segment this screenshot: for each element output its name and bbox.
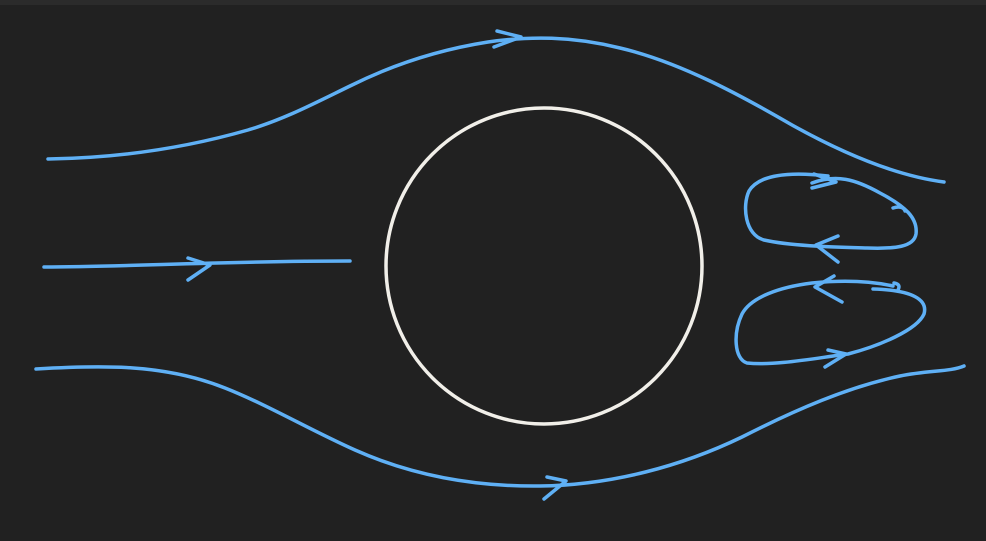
lower-streamline-arrow-icon bbox=[542, 475, 568, 501]
lower-vortex-arrow-bottom-icon bbox=[823, 348, 848, 369]
middle-streamline-arrow-icon bbox=[186, 256, 212, 282]
middle-streamline bbox=[42, 259, 352, 269]
lower-vortex-tail bbox=[892, 281, 901, 292]
lower-vortex bbox=[734, 279, 927, 366]
upper-vortex-arrow-top-icon bbox=[810, 172, 838, 190]
upper-streamline-arrow-icon bbox=[492, 29, 523, 49]
lower-streamline bbox=[34, 364, 966, 488]
upper-vortex-arrow-bottom-icon bbox=[814, 234, 840, 264]
upper-vortex-tail bbox=[891, 205, 907, 213]
obstacle-circle bbox=[384, 106, 704, 426]
upper-streamline bbox=[46, 36, 946, 184]
lower-vortex-arrow-top-icon bbox=[813, 274, 844, 304]
top-bar bbox=[0, 0, 986, 5]
upper-vortex bbox=[743, 172, 918, 250]
